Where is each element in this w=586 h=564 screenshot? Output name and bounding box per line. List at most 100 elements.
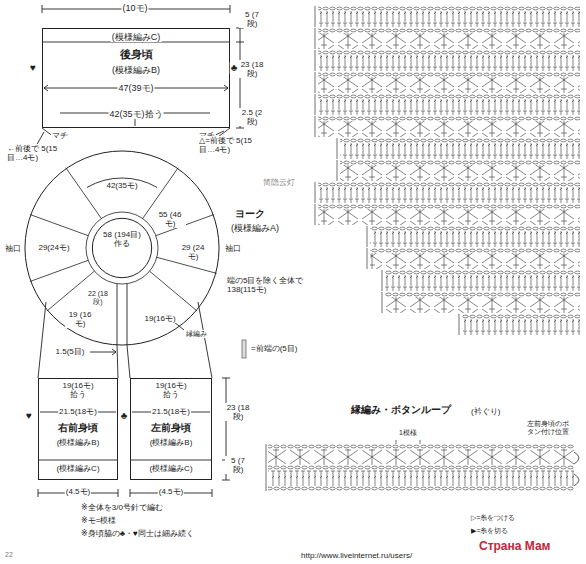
- stitch-row: [462, 319, 580, 335]
- edging-row: [268, 449, 574, 465]
- note: ※全体を3/0号針で編む: [80, 503, 164, 512]
- stitch-row: [318, 121, 580, 137]
- dimension: 21.5(18モ): [58, 407, 98, 416]
- stitch-row: [370, 231, 580, 247]
- edging-stitches: [268, 486, 574, 491]
- note: ←前後で 5(15目…4モ): [6, 144, 70, 162]
- chart-row: [367, 248, 580, 269]
- note: 左前身頃のボタン付け位置: [525, 420, 571, 436]
- front-body-panel: 19(16モ) 拾う21.5(18モ)左前身頃(模様編みB)(模様編みC): [130, 378, 212, 480]
- part-name: 左前身頃: [150, 422, 192, 434]
- edging-stitches: [268, 449, 574, 465]
- part-name: ヨーク: [234, 208, 266, 220]
- turning-chain: [315, 204, 316, 225]
- neck-circle: 58 (194目) 作る: [92, 218, 152, 278]
- pattern-name: (模様編みB): [111, 65, 161, 75]
- pattern-name: (模様編みC): [111, 32, 162, 42]
- dimension: 42(35モ)拾う: [108, 109, 163, 119]
- chart-row: [315, 94, 580, 115]
- chart-row: [382, 270, 580, 291]
- dimension: 19(16モ): [143, 314, 176, 323]
- stitch-row: [318, 11, 580, 27]
- pattern-name: (模様編みA): [230, 223, 280, 233]
- chart-row: [367, 226, 580, 247]
- dimension: (10モ): [121, 3, 148, 13]
- dimension: 19(16モ) 拾う: [150, 381, 192, 399]
- turning-chain: [382, 270, 383, 291]
- dimension: 55 (46モ): [154, 210, 186, 228]
- chain-row: [340, 138, 580, 143]
- join-symbol: ♥: [25, 410, 33, 422]
- dimension: 23 (18段): [222, 403, 254, 421]
- chart-row: [315, 6, 580, 27]
- note: =前端の(5目): [250, 344, 298, 353]
- chain-row: [340, 160, 580, 165]
- repeat-label: 1模様: [398, 429, 418, 437]
- edging-row: [268, 486, 574, 491]
- join-symbol: ♣: [120, 410, 129, 422]
- dimension: 29(24モ): [37, 243, 70, 252]
- dimension: 58 (194目) 作る: [99, 230, 145, 248]
- stitch-row: [340, 165, 580, 181]
- stitch-row: [340, 143, 580, 159]
- stitch-row: [385, 297, 580, 313]
- stitch-row: [318, 33, 580, 49]
- dimension: 21.5(18モ): [151, 407, 191, 416]
- turning-chain: [315, 6, 316, 27]
- yoke-spoke: [30, 214, 88, 235]
- turning-chain: [367, 226, 368, 247]
- join-symbol: ♥: [29, 62, 37, 74]
- chain-row: [370, 248, 580, 253]
- stitch-row: [385, 275, 580, 291]
- join-symbol: ♣: [230, 62, 239, 74]
- chart-row: [337, 138, 580, 159]
- chain-row: [318, 72, 580, 77]
- chain-row: [385, 292, 580, 297]
- chart-row: [315, 28, 580, 49]
- stitch-row: [318, 209, 580, 225]
- button-loop: [574, 474, 579, 486]
- stitch-row: [318, 99, 580, 115]
- watermark: 简隐云灯: [262, 178, 296, 187]
- button-loop: [574, 452, 579, 464]
- chart-row: [459, 314, 580, 335]
- chain-row: [318, 182, 580, 187]
- yoke-spoke: [150, 271, 197, 311]
- dimension: 19 (16モ): [65, 310, 95, 328]
- turning-chain: [315, 28, 316, 49]
- note: ※モ=模様: [80, 516, 117, 525]
- turning-chain: [367, 248, 368, 269]
- chain-row: [462, 314, 580, 319]
- part-name: 右前身頃: [57, 422, 99, 434]
- yoke-spoke: [30, 260, 88, 281]
- part-name: 縁編み: [185, 330, 208, 338]
- chart-row: [337, 160, 580, 181]
- turning-chain: [337, 160, 338, 181]
- outline-lines: [36, 5, 244, 497]
- edging-row: [268, 470, 574, 486]
- note: △=前後で 5(15目…4モ): [198, 136, 264, 154]
- chain-row: [318, 6, 580, 11]
- symbol-key: ▶=糸を切る: [470, 527, 509, 535]
- circle-outline-shape: [25, 151, 219, 345]
- dimension: 5 (7段): [225, 456, 251, 474]
- stitch-row: [318, 77, 580, 93]
- chart-row: [315, 182, 580, 203]
- chain-row: [318, 116, 580, 121]
- back-body-panel: (模様編みC)後身頃(模様編みB)47(39モ)42(35モ)拾う: [42, 28, 230, 128]
- chart-row: [382, 292, 580, 313]
- dimension: 5 (7段): [239, 10, 265, 28]
- pattern-name: (模様編みB): [149, 438, 194, 447]
- chain-row: [318, 94, 580, 99]
- part-name: マチ: [51, 131, 69, 140]
- symbol-key: ▷=糸をつける: [470, 514, 516, 522]
- stitch-row: [318, 55, 580, 71]
- front-band-swatch: [242, 340, 246, 358]
- turning-chain: [315, 72, 316, 93]
- dimension: 29 (24モ): [176, 243, 210, 261]
- dimension: 42(35モ): [105, 181, 138, 190]
- chain-row: [370, 226, 580, 231]
- chart-row: [315, 50, 580, 71]
- edging-row: [268, 444, 574, 449]
